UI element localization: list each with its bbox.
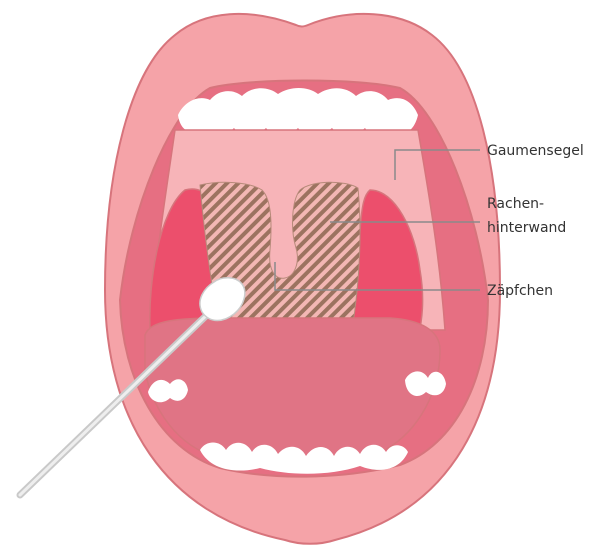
label-gaumensegel: Gaumensegel	[487, 143, 584, 159]
label-zaepfchen: Zäpfchen	[487, 283, 553, 299]
label-rachen-line1: Rachen-	[487, 196, 544, 212]
label-rachen-line2: hinterwand	[487, 220, 566, 236]
